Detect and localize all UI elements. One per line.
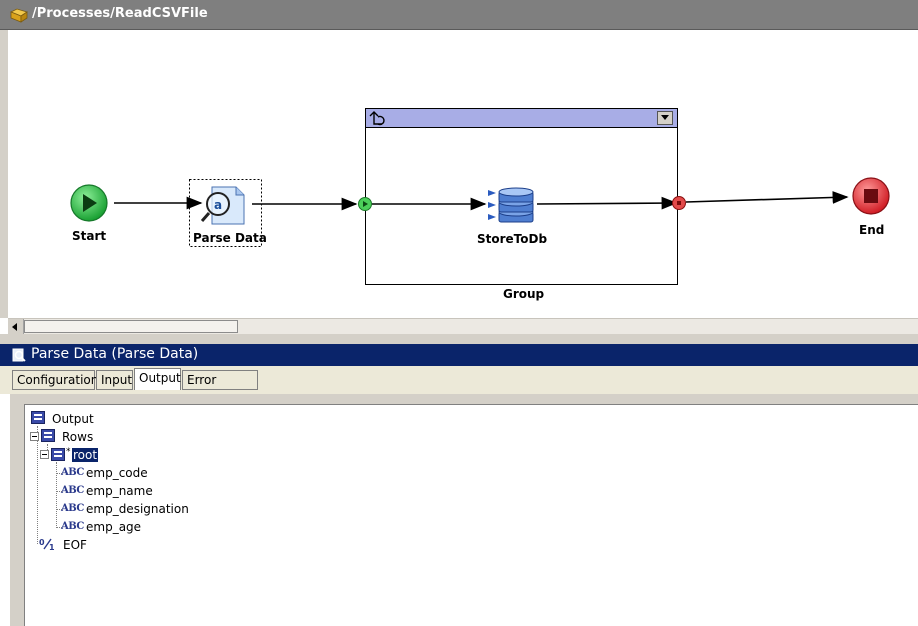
canvas-horizontal-scrollbar[interactable] xyxy=(8,318,918,334)
tree-node-field[interactable]: emp_name xyxy=(86,484,153,498)
string-type-icon: ABC xyxy=(61,521,84,532)
start-node xyxy=(70,184,108,222)
parse-data-node-hit[interactable] xyxy=(189,179,262,247)
tree-node-field[interactable]: emp_designation xyxy=(86,502,189,516)
boolean-type-icon: 0 1 xyxy=(39,538,55,551)
store-to-db-node-hit[interactable] xyxy=(486,186,536,226)
panel-titlebar xyxy=(0,344,918,366)
tree-node-root[interactable]: root xyxy=(72,448,99,462)
store-to-db-node xyxy=(488,187,534,223)
parse-data-node: a xyxy=(189,179,262,247)
tree-node-field[interactable]: emp_age xyxy=(86,520,142,534)
link-store-groupend xyxy=(536,196,678,210)
tab-output[interactable]: Output xyxy=(134,368,181,390)
process-folder-icon xyxy=(10,8,28,23)
panel-tabbar: Configuration Input Output Error Output xyxy=(0,366,918,406)
group-label[interactable]: Group xyxy=(503,287,545,301)
process-diagram: a xyxy=(70,108,890,285)
end-label: End xyxy=(859,223,885,237)
start-node-hit[interactable] xyxy=(70,184,108,222)
link-group-end xyxy=(685,191,849,204)
process-path-title: /Processes/ReadCSVFile xyxy=(32,6,208,21)
scroll-thumb[interactable] xyxy=(24,320,238,333)
svg-text:a: a xyxy=(214,198,222,212)
svg-text:0: 0 xyxy=(39,538,45,547)
panel-title: Parse Data (Parse Data) xyxy=(31,346,199,362)
tab-configuration[interactable]: Configuration xyxy=(12,370,98,390)
store-to-db-label[interactable]: StoreToDb xyxy=(477,232,548,246)
collapse-toggle-icon[interactable] xyxy=(30,432,39,441)
svg-text:1: 1 xyxy=(49,543,55,551)
tree-line xyxy=(37,426,38,544)
scroll-left-arrow-icon[interactable] xyxy=(8,319,24,334)
process-titlebar xyxy=(0,0,918,30)
tree-line xyxy=(47,444,48,452)
tree-node-output[interactable]: Output xyxy=(52,412,94,426)
end-node-hit[interactable] xyxy=(852,177,890,215)
tree-node-field[interactable]: emp_code xyxy=(86,466,148,480)
output-schema-tree[interactable] xyxy=(24,404,918,626)
loop-icon xyxy=(369,111,385,126)
collapse-toggle-icon[interactable] xyxy=(40,450,49,459)
tree-node-rows[interactable]: Rows xyxy=(62,430,94,444)
string-type-icon: ABC xyxy=(61,467,84,478)
tab-error-output[interactable]: Error Output xyxy=(182,370,258,406)
panel-splitter[interactable] xyxy=(0,334,918,344)
tree-node-eof[interactable]: EOF xyxy=(63,538,87,552)
end-node xyxy=(852,177,890,215)
panel-activity-icon xyxy=(12,348,26,362)
complex-type-icon xyxy=(41,429,55,442)
group-dropdown-icon xyxy=(657,111,673,125)
string-type-icon: ABC xyxy=(61,503,84,514)
process-canvas[interactable] xyxy=(0,30,918,318)
string-type-icon: ABC xyxy=(61,485,84,496)
svg-text:*: * xyxy=(66,447,71,457)
parse-data-label[interactable]: Parse Data xyxy=(193,231,267,245)
complex-type-icon xyxy=(31,411,45,424)
tab-input[interactable]: Input xyxy=(96,370,133,390)
tree-line xyxy=(56,462,57,528)
repeating-complex-type-icon: * xyxy=(51,447,71,461)
group-header xyxy=(366,109,677,127)
start-label: Start xyxy=(72,229,107,243)
